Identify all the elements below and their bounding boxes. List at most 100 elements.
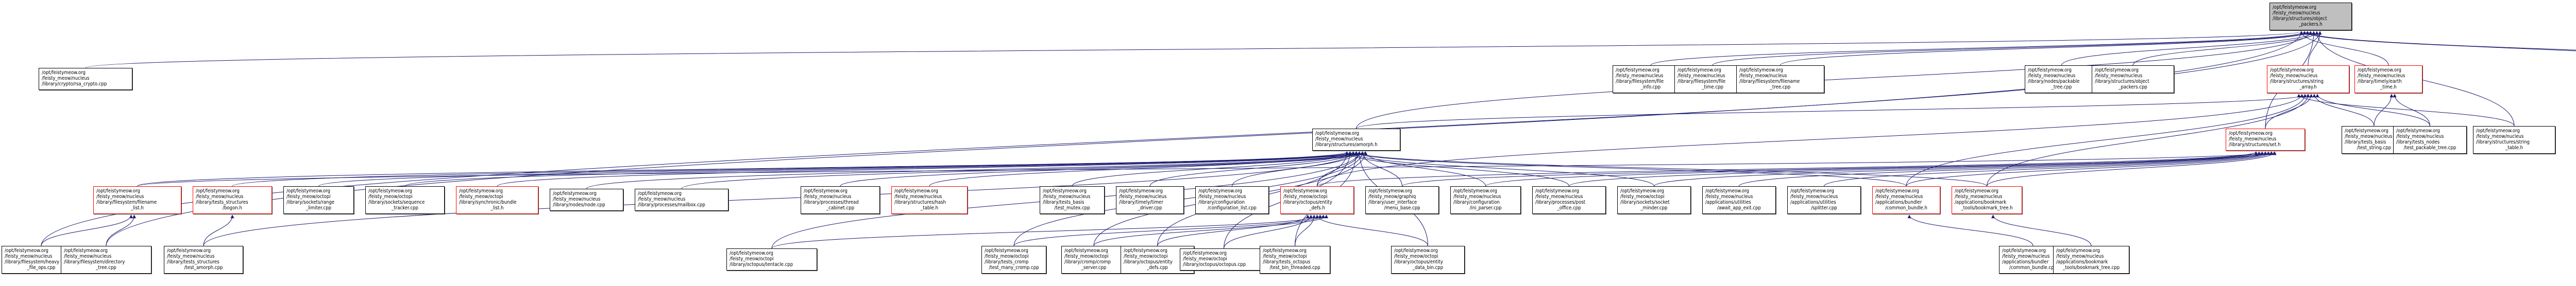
dependency-edge	[1295, 214, 1316, 246]
node-label-line: /opt/feistymeow.org	[64, 248, 108, 254]
node-label-line: /opt/feistymeow.org	[1183, 251, 1227, 256]
graph-node-test-amorph[interactable]: /opt/feistymeow.org/feisty_meow/nucleus/…	[164, 246, 243, 274]
node-label-line: /opt/feistymeow.org	[985, 248, 1028, 254]
node-label-line: _time.h	[2380, 84, 2397, 90]
graph-node-node-cpp[interactable]: /opt/feistymeow.org/feisty_meow/nucleus/…	[550, 189, 623, 211]
dependency-edge	[1824, 151, 2270, 187]
node-label-line: /feisty_meow/graphiq	[1368, 194, 1416, 200]
dependency-edge	[1987, 151, 2277, 187]
graph-node-range-limiter[interactable]: /opt/feistymeow.org/feisty_meow/octopi/l…	[283, 186, 354, 214]
graph-node-menu-base[interactable]: /opt/feistymeow.org/feisty_meow/graphiq/…	[1365, 186, 1439, 214]
graph-node-ini-parser[interactable]: /opt/feistymeow.org/feisty_meow/nucleus/…	[1450, 186, 1521, 214]
node-label-line: /feisty_meow/nucleus	[5, 254, 53, 259]
dependency-edge	[1780, 31, 2313, 66]
graph-node-common-bundle-h[interactable]: /opt/feistymeow.org/feisty_meow/nucleus/…	[1872, 186, 1940, 214]
dependency-edge	[2374, 94, 2394, 127]
graph-node-timer-driver[interactable]: /opt/feistymeow.org/feisty_meow/nucleus/…	[1116, 186, 1184, 214]
node-label-line: /feisty_meow/nucleus	[167, 254, 215, 259]
dependency-edge	[1315, 214, 1428, 246]
node-label-line: /library/sockets/socket	[1620, 200, 1670, 205]
graph-node-entity-data-bin[interactable]: /opt/feistymeow.org/feisty_meow/octopi/l…	[1391, 246, 1465, 274]
node-label-line: /library/structures/object	[2273, 16, 2327, 22]
graph-node-filename-tree[interactable]: /opt/feistymeow.org/feisty_meow/nucleus/…	[1736, 65, 1824, 93]
node-label-line: /library/octopus/entity	[1283, 200, 1332, 205]
node-label-line: /opt/feistymeow.org	[1315, 131, 1359, 136]
node-label-line: /test_amorph.cpp	[184, 265, 223, 271]
node-label-line: _tree.cpp	[1770, 84, 1791, 90]
graph-node-octopus-cpp[interactable]: /opt/feistymeow.org/feisty_meow/octopi/l…	[1180, 248, 1268, 271]
graph-node-rsa-crypto[interactable]: /opt/feistymeow.org/feisty_meow/nucleus/…	[39, 68, 132, 90]
graph-node-earth-time[interactable]: /opt/feistymeow.org/feisty_meow/nucleus/…	[2354, 65, 2422, 93]
graph-node-cromp-server[interactable]: /opt/feistymeow.org/feisty_meow/octopi/l…	[1061, 246, 1126, 274]
dependency-edge	[137, 151, 2273, 187]
graph-node-socket-minder[interactable]: /opt/feistymeow.org/feisty_meow/octopi/l…	[1617, 186, 1691, 214]
graph-node-tentacle[interactable]: /opt/feistymeow.org/feisty_meow/octopi/l…	[726, 248, 817, 271]
graph-node-post-office[interactable]: /opt/feistymeow.org/feisty_meow/nucleus/…	[1532, 186, 1606, 214]
graph-node-packable-tree[interactable]: /opt/feistymeow.org/feisty_meow/nucleus/…	[2025, 65, 2098, 93]
node-label-line: /common_bundle.cpp	[2009, 265, 2057, 271]
graph-node-thread-cabinet[interactable]: /opt/feistymeow.org/feisty_meow/nucleus/…	[801, 186, 880, 214]
node-label-line: /feisty_meow/octopi	[1620, 194, 1665, 200]
node-label-line: /opt/feistymeow.org	[894, 188, 938, 194]
node-label-line: /opt/feistymeow.org	[1616, 67, 1659, 73]
graph-node-test-mutex[interactable]: /opt/feistymeow.org/feisty_meow/nucleus/…	[1040, 186, 1105, 214]
dependency-edge	[203, 214, 234, 246]
node-label-line: _file_ops.cpp	[27, 265, 56, 271]
node-label-line: /library/processes/thread	[804, 200, 859, 205]
node-label-line: /opt/feistymeow.org	[2476, 128, 2520, 134]
graph-node-bundle-list[interactable]: /opt/feistymeow.org/feisty_meow/octopi/l…	[456, 186, 538, 214]
node-label-line: /opt/feistymeow.org	[1790, 188, 1834, 194]
graph-node-test-many-cromp[interactable]: /opt/feistymeow.org/feisty_meow/octopi/l…	[981, 246, 1046, 274]
graph-node-bookmark-tree-cpp[interactable]: /opt/feistymeow.org/feisty_meow/nucleus/…	[2053, 246, 2129, 274]
graph-node-string-array[interactable]: /opt/feistymeow.org/feisty_meow/nucleus/…	[2267, 65, 2349, 93]
graph-node-configuration-list[interactable]: /opt/feistymeow.org/feisty_meow/nucleus/…	[1195, 186, 1269, 214]
graph-node-bogon[interactable]: /opt/feistymeow.org/feisty_meow/nucleus/…	[193, 186, 272, 214]
node-label-line: _defs.cpp	[1147, 265, 1168, 271]
node-label-line: /library/filesystem/file	[1616, 79, 1664, 84]
node-label-line: /feisty_meow/nucleus	[2270, 73, 2318, 79]
graph-node-test-packable-tree[interactable]: /opt/feistymeow.org/feisty_meow/nucleus/…	[2393, 126, 2467, 154]
node-label-line: /feisty_meow/octopi	[1064, 254, 1109, 259]
graph-node-splitter[interactable]: /opt/feistymeow.org/feisty_meow/nucleus/…	[1787, 186, 1861, 214]
dependency-edge	[1093, 214, 1328, 246]
graph-node-hash-table[interactable]: /opt/feistymeow.org/feisty_meow/nucleus/…	[891, 186, 968, 214]
graph-node-entity-defs-h[interactable]: /opt/feistymeow.org/feisty_meow/octopi/l…	[1280, 186, 1354, 214]
graph-node-test-bin-threaded[interactable]: /opt/feistymeow.org/feisty_meow/octopi/l…	[1260, 246, 1330, 274]
node-label-line: /feisty_meow/nucleus	[96, 194, 144, 200]
dependency-edge	[2299, 31, 2389, 66]
node-label-line: _table.h	[920, 205, 939, 211]
graph-node-amorph[interactable]: /opt/feistymeow.org/feisty_meow/nucleus/…	[1312, 129, 1400, 151]
node-label-line: /opt/feistymeow.org	[1677, 67, 1721, 73]
node-label-line: /library/filesystem/filename	[1739, 79, 1800, 84]
dependency-edge	[1149, 151, 1355, 187]
node-label-line: /feisty_meow/nucleus	[804, 194, 852, 200]
node-label-line: /feisty_meow/octopi	[730, 256, 774, 262]
dependency-edge	[2312, 94, 2375, 127]
node-label-line: /applications/bookmark	[1955, 200, 2007, 205]
node-label-line: /library/configuration	[1198, 200, 1245, 205]
graph-node-mailbox[interactable]: /opt/feistymeow.org/feisty_meow/nucleus/…	[635, 189, 728, 211]
graph-node-object-packers-cpp[interactable]: /opt/feistymeow.org/feisty_meow/nucleus/…	[2092, 65, 2174, 93]
node-label-line: /library/tests_cromp	[985, 259, 1029, 265]
dependency-edge	[1361, 151, 1402, 187]
node-label-line: /feisty_meow/octopi	[286, 194, 331, 200]
node-label-line: /library/structures/hash	[894, 200, 946, 205]
dependency-edge	[1224, 214, 1313, 249]
node-label-line: _table.h	[2505, 145, 2523, 151]
node-label-line: /configuration_list.cpp	[1208, 205, 1257, 211]
graph-node-directory-tree[interactable]: /opt/feistymeow.org/feisty_meow/nucleus/…	[61, 246, 151, 274]
node-label-line: /library/structures/object	[2095, 79, 2149, 84]
graph-node-filename-list[interactable]: /opt/feistymeow.org/feisty_meow/nucleus/…	[93, 186, 181, 214]
node-label-line: /library/sockets/sequence	[368, 200, 425, 205]
node-label-line: /applications/bookmark	[2056, 259, 2108, 265]
node-label-line: _tools/bookmark_tree.h	[1961, 205, 2013, 211]
graph-node-bookmark-tree-h[interactable]: /opt/feistymeow.org/feisty_meow/nucleus/…	[1952, 186, 2022, 214]
graph-node-await-app-exit[interactable]: /opt/feistymeow.org/feisty_meow/nucleus/…	[1702, 186, 1776, 214]
dependency-edge	[1654, 151, 2264, 187]
graph-node-string-table[interactable]: /opt/feistymeow.org/feisty_meow/nucleus/…	[2473, 126, 2555, 154]
graph-node-sequence-tracker[interactable]: /opt/feistymeow.org/feisty_meow/octopi/l…	[365, 186, 445, 214]
node-label-line: _defs.h	[1309, 205, 1325, 211]
dependency-edge	[2061, 31, 2316, 66]
dependency-edge	[2265, 94, 2313, 129]
graph-node-set[interactable]: /opt/feistymeow.org/feisty_meow/nucleus/…	[2226, 129, 2305, 151]
